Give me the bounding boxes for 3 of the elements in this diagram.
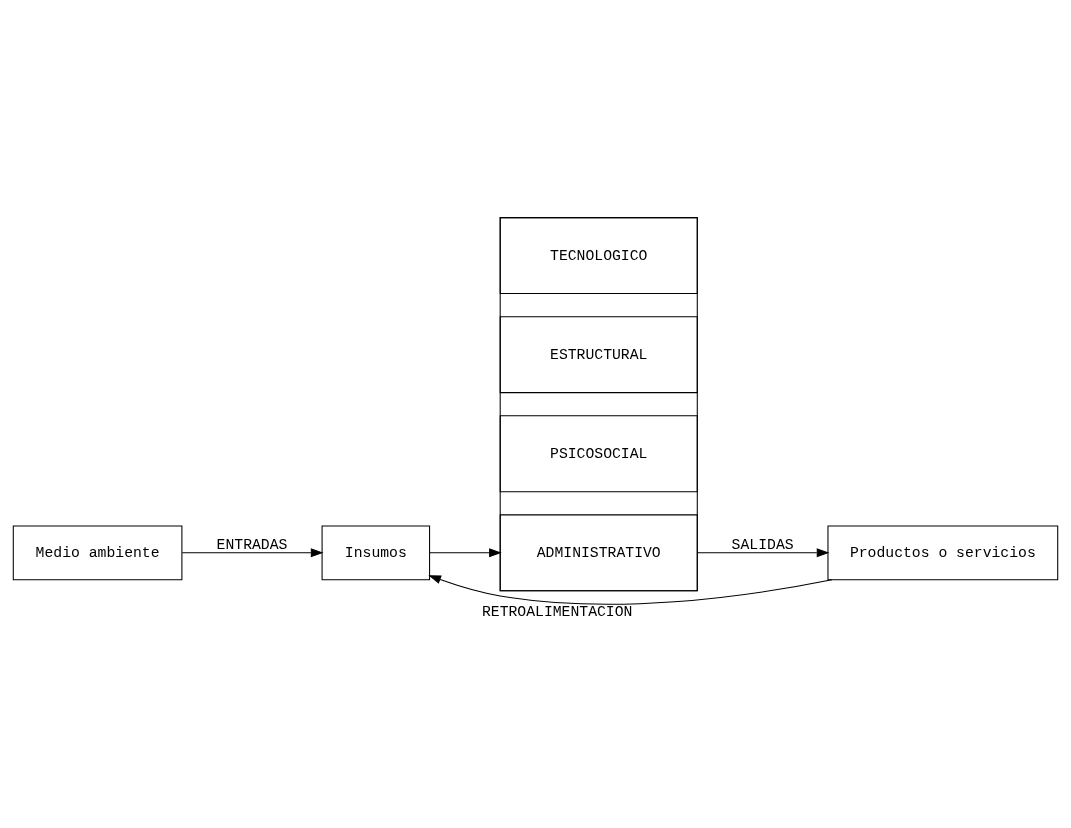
edge-label: SALIDAS xyxy=(731,536,794,553)
edge-label: ENTRADAS xyxy=(216,536,288,553)
edge-label: RETROALIMENTACION xyxy=(481,603,633,620)
